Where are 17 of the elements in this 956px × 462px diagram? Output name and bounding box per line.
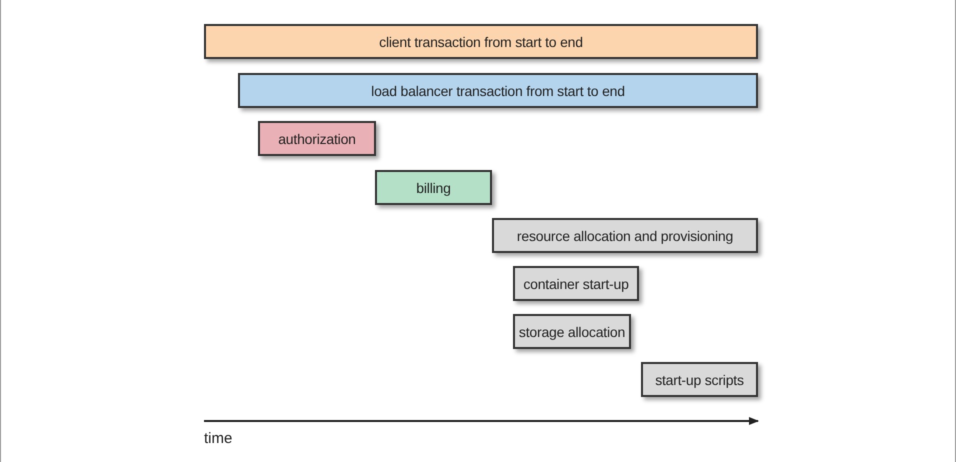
bar-label: container start-up — [523, 276, 629, 292]
bar-label: authorization — [278, 130, 356, 146]
bar-label: client transaction from start to end — [379, 34, 583, 50]
timeline-bar — [258, 121, 376, 156]
timeline-bar — [375, 170, 492, 205]
bar-label: resource allocation and provisioning — [516, 228, 734, 244]
timeline-bar — [204, 24, 758, 59]
timeline-bar — [492, 218, 758, 253]
bar-label: load balancer transaction from start to end — [371, 82, 625, 98]
timeline-bar — [513, 314, 631, 349]
bar-label: billing — [416, 180, 451, 196]
timeline-bar — [238, 73, 758, 108]
bar-label: storage allocation — [518, 324, 626, 340]
bar-label: start-up scripts — [655, 372, 744, 388]
timeline-bar — [641, 362, 758, 397]
timeline-bar — [513, 266, 639, 301]
axis-label: time — [204, 430, 232, 447]
